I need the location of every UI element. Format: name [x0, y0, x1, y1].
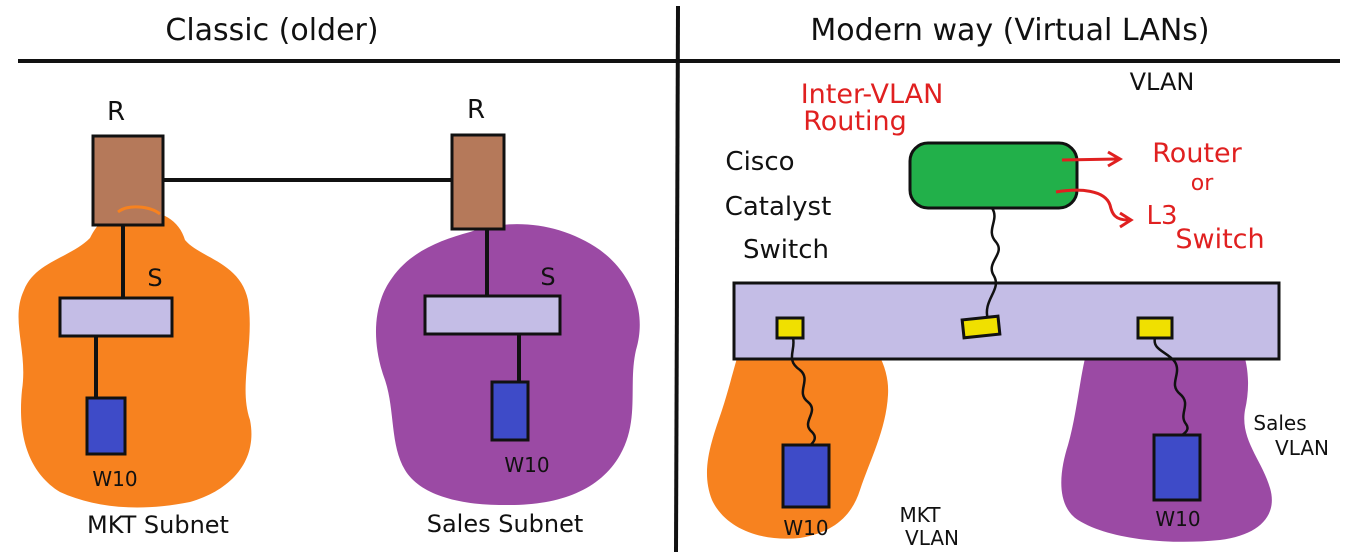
vlan-label: VLAN	[1130, 68, 1195, 96]
pc-right	[490, 380, 530, 442]
pc-right-label: W10	[504, 453, 549, 477]
device-label-line3: Switch	[743, 235, 829, 265]
router-left	[91, 134, 165, 227]
arrow-router	[1061, 150, 1123, 168]
port-mkt	[775, 316, 805, 340]
right-title: Modern way (Virtual LANs)	[810, 13, 1209, 48]
pc-mkt-vlan-label: W10	[783, 516, 828, 540]
mkt-subnet-area	[18, 209, 252, 508]
trunk-cable	[985, 207, 1000, 321]
switch-option-label: Switch	[1175, 224, 1264, 255]
switch-right-label: S	[540, 263, 555, 291]
device-label-line1: Cisco	[725, 147, 794, 177]
catalyst-switch	[732, 281, 1281, 361]
port-sales	[1136, 316, 1174, 340]
pc-sales-vlan-label: W10	[1155, 507, 1200, 531]
mkt-vlan-label-line2: VLAN	[905, 526, 959, 550]
cable-mkt	[790, 337, 817, 448]
center-divider	[674, 5, 680, 552]
sales-vlan-label-line1: Sales	[1253, 411, 1306, 435]
pc-sales-vlan	[1152, 433, 1202, 502]
switch-left-label: S	[147, 264, 162, 292]
pc-left-label: W10	[92, 467, 137, 491]
inter-vlan-label-line2: Routing	[803, 106, 907, 137]
l3-label: L3	[1146, 201, 1177, 231]
pc-mkt-vlan	[781, 443, 831, 509]
pc-left	[85, 396, 127, 456]
arrow-l3-switch	[1055, 188, 1134, 229]
switch-right	[423, 294, 562, 336]
sales-subnet-area	[375, 224, 640, 506]
router-left-label: R	[107, 97, 125, 127]
port-trunk	[960, 314, 1002, 340]
cable-sales	[1153, 337, 1189, 438]
sales-vlan-label-line2: VLAN	[1275, 436, 1329, 460]
sales-subnet-label: Sales Subnet	[427, 510, 584, 538]
router-left-outline-squiggle	[117, 205, 161, 216]
mkt-subnet-label: MKT Subnet	[87, 511, 229, 539]
left-title: Classic (older)	[165, 13, 378, 48]
router-right-label: R	[467, 95, 485, 125]
router-option-label: Router	[1152, 138, 1242, 169]
or-label: or	[1191, 171, 1214, 196]
device-label-line2: Catalyst	[725, 192, 832, 222]
inter-vlan-label-line1: Inter-VLAN	[801, 79, 944, 110]
mkt-vlan-label-line1: MKT	[899, 503, 941, 527]
switch-left	[58, 296, 174, 338]
l3-device	[908, 141, 1079, 210]
router-right	[450, 133, 506, 231]
